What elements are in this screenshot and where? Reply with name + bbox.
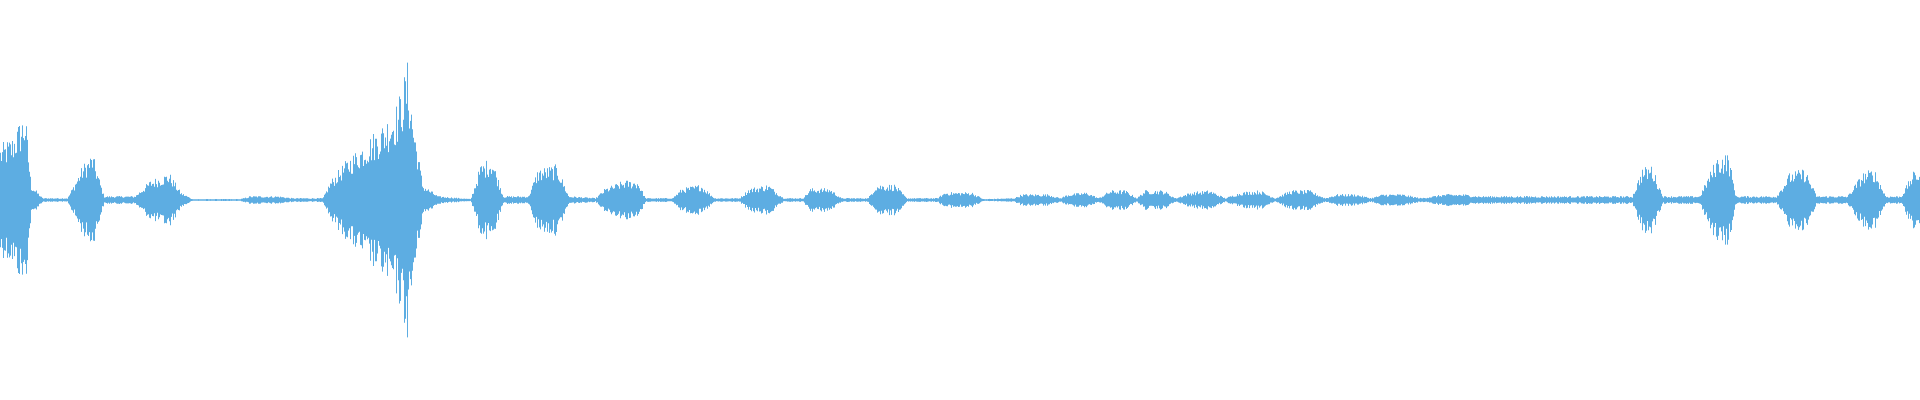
waveform-samples [0,62,1920,338]
waveform-trace [0,62,1920,338]
